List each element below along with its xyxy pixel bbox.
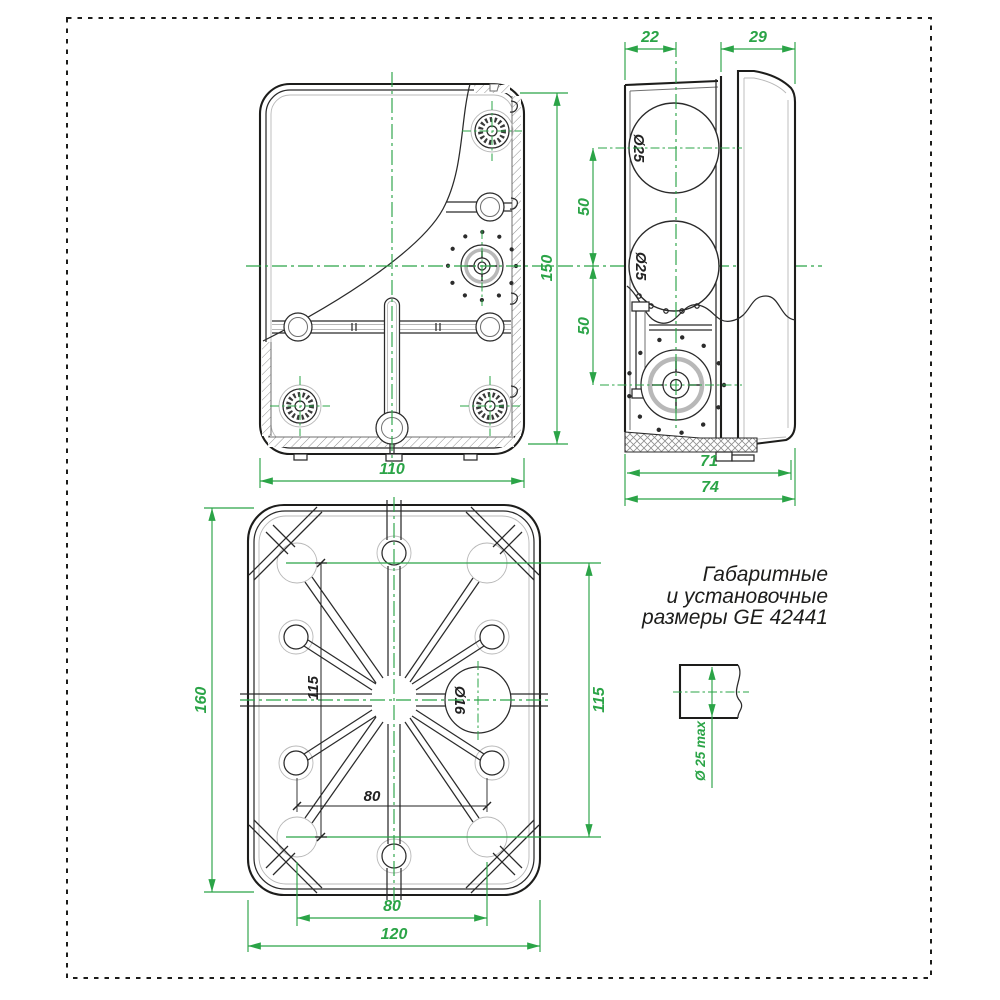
dim-bottom-mount-v-inner: 115 [305,558,327,842]
front-height-label: 150 [539,255,556,282]
side-hole-spacing-lower-label: 50 [576,317,593,335]
side-top-depth-label: 22 [640,29,659,46]
side-overall-width-label: 74 [701,479,719,496]
bottom-height-label: 160 [193,687,210,714]
side-lid-outline [736,69,797,448]
title-line2: и установочные [667,585,828,608]
dim-side-hole-spacing: 50 50 [576,148,597,385]
front-centerlines [270,72,522,466]
dim-bottom-height: 160 [193,507,254,893]
title-line1: Габаритные [703,563,828,586]
bottom-centerlines [240,497,601,903]
title-line3: размеры GE 42441 [641,606,828,629]
side-centerlines [598,42,742,430]
side-knockout-lower: Ø25 [628,220,720,312]
dim-bottom-mount-v: 115 [585,563,608,837]
detail-break-edge [735,664,743,719]
bottom-corner-ribs [248,506,540,894]
bottom-width-label: 120 [381,926,408,943]
dim-side-base-width: 71 [624,448,796,506]
bottom-mount-v-inner-label: 115 [305,675,322,700]
side-interior [631,293,712,399]
bottom-view: Ø16 115 80 [193,497,608,952]
dim-bottom-mount-h: 80 [296,862,488,926]
dim-bottom-mount-h-inner: 80 [292,778,492,812]
front-side-clips [293,83,518,462]
drawing-border [66,17,932,979]
side-hole-spacing-upper-label: 50 [576,198,593,216]
bottom-mount-v-label: 115 [591,686,608,713]
dim-side-overall-width: 74 [625,479,795,503]
bottom-mount-h-label: 80 [383,898,401,915]
side-break-wave [626,285,796,324]
bottom-keyholes [283,540,505,869]
side-view: Ø25 Ø25 [576,29,797,506]
front-width-label: 110 [379,461,405,478]
side-lid-depth-label: 29 [748,29,767,46]
front-screw-bosses [283,192,505,445]
detail-view: Ø 25 max [673,663,749,788]
dim-front-width: 110 [259,458,525,488]
title-block: Габаритные и установочные размеры GE 424… [641,563,828,629]
side-knockout-lower-label: Ø25 [632,252,649,281]
dim-bottom-width: 120 [247,900,541,952]
side-base-width-label: 71 [700,453,718,470]
front-breakout-curve [262,83,471,342]
bottom-mount-h-inner-label: 80 [364,788,381,805]
dim-side-lid-depth: 29 [721,29,795,53]
dim-front-height: 150 [520,92,568,445]
side-base [624,431,758,462]
bottom-radial-ribs [240,500,548,900]
detail-max-diameter-label: Ø 25 max [693,720,708,781]
dim-detail-max-diameter: Ø 25 max [693,667,716,788]
front-view: 150 110 [258,72,568,488]
